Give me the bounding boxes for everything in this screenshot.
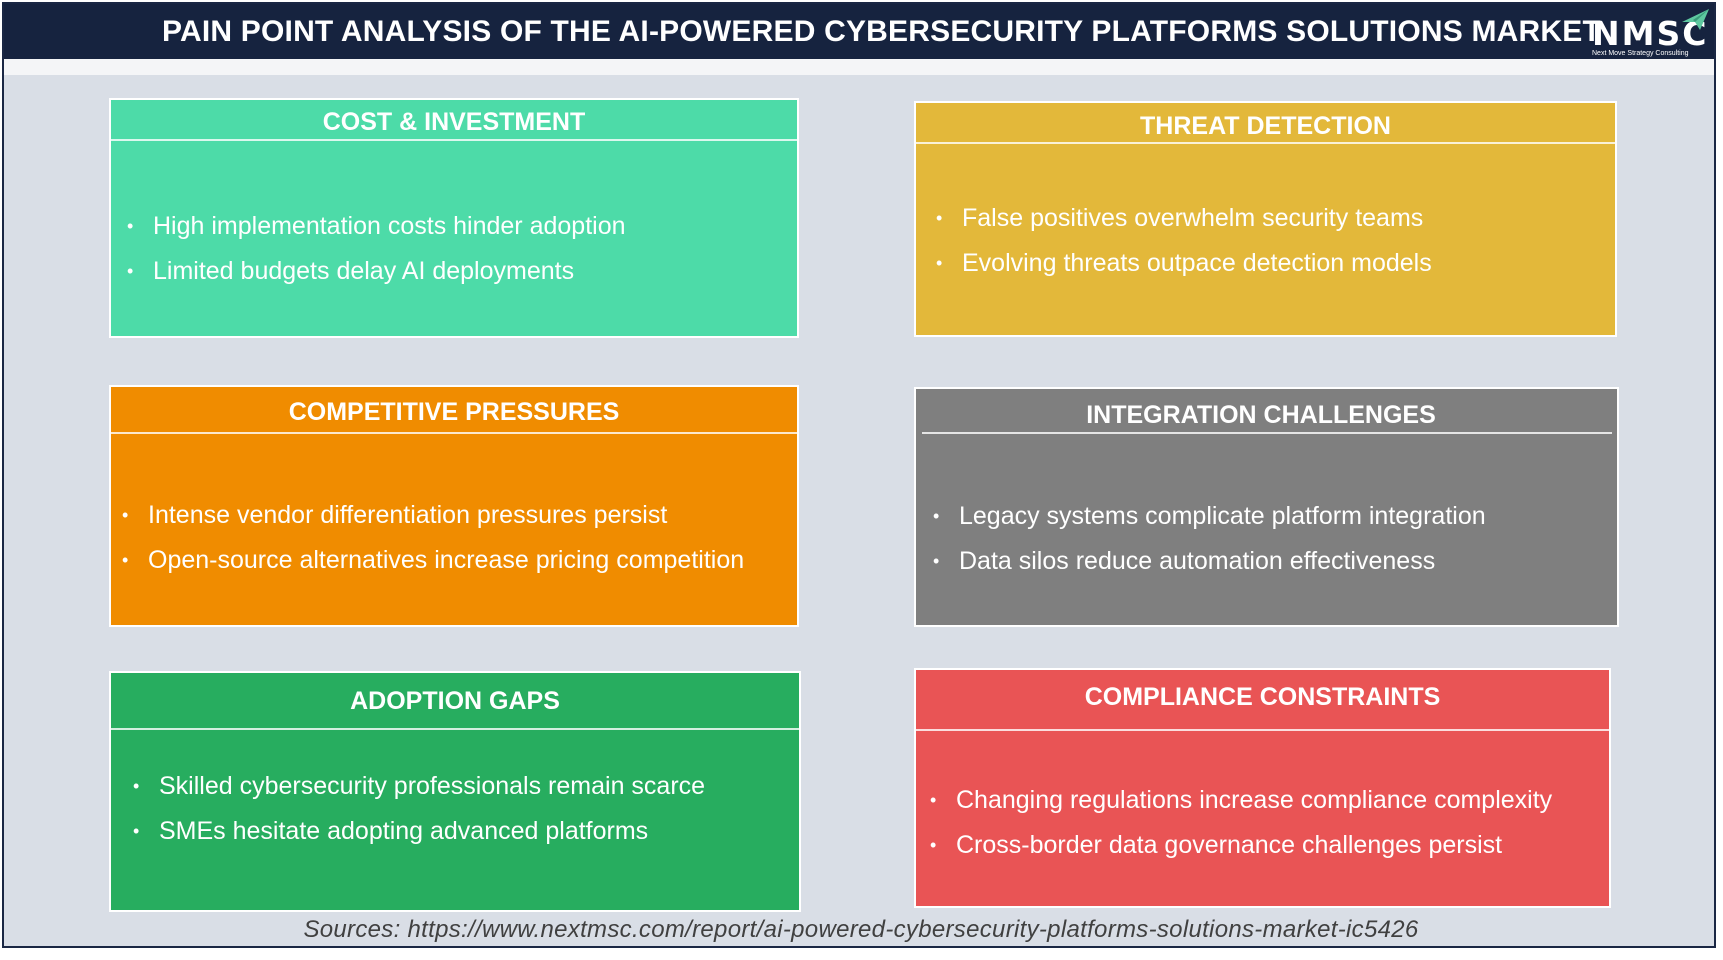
card-integration-challenges: INTEGRATION CHALLENGES Legacy systems co… [914, 387, 1619, 627]
card-divider [916, 142, 1615, 144]
header-underline [4, 59, 1714, 75]
card-bullet-list: High implementation costs hinder adoptio… [125, 204, 626, 294]
card-compliance-constraints: COMPLIANCE CONSTRAINTS Changing regulati… [914, 668, 1611, 908]
card-title: COMPETITIVE PRESSURES [288, 398, 620, 426]
paper-plane-icon [1682, 9, 1709, 30]
list-item: Skilled cybersecurity professionals rema… [131, 764, 705, 809]
card-title: THREAT DETECTION [1140, 112, 1391, 140]
card-divider [111, 728, 799, 730]
nmsc-logo: NMSC Next Move Strategy Consulting [1592, 6, 1710, 58]
card-competitive-pressures: COMPETITIVE PRESSURES Intense vendor dif… [109, 385, 799, 627]
list-item: High implementation costs hinder adoptio… [125, 204, 626, 249]
card-title: INTEGRATION CHALLENGES [1086, 401, 1436, 429]
list-item: Data silos reduce automation effectivene… [931, 539, 1486, 584]
card-divider [111, 432, 797, 434]
list-item: Open-source alternatives increase pricin… [120, 538, 744, 583]
card-bullet-list: Changing regulations increase compliance… [928, 778, 1552, 868]
card-threat-detection: THREAT DETECTION False positives overwhe… [914, 101, 1617, 337]
card-bullet-list: Skilled cybersecurity professionals rema… [131, 764, 705, 854]
list-item: False positives overwhelm security teams [934, 196, 1432, 241]
header-bar: PAIN POINT ANALYSIS OF THE AI-POWERED CY… [4, 4, 1714, 59]
card-divider [111, 139, 797, 141]
card-title: ADOPTION GAPS [350, 687, 560, 715]
list-item: SMEs hesitate adopting advanced platform… [131, 809, 705, 854]
list-item: Legacy systems complicate platform integ… [931, 494, 1486, 539]
card-title: COST & INVESTMENT [322, 108, 586, 136]
sources-note: Sources: https://www.nextmsc.com/report/… [303, 916, 1419, 943]
list-item: Changing regulations increase compliance… [928, 778, 1552, 823]
card-cost-investment: COST & INVESTMENT High implementation co… [109, 98, 799, 338]
logo-tagline: Next Move Strategy Consulting [1592, 50, 1689, 57]
card-adoption-gaps: ADOPTION GAPS Skilled cybersecurity prof… [109, 671, 801, 912]
card-divider [922, 432, 1612, 434]
list-item: Limited budgets delay AI deployments [125, 249, 626, 294]
card-title: COMPLIANCE CONSTRAINTS [1084, 683, 1441, 711]
card-bullet-list: Legacy systems complicate platform integ… [931, 494, 1486, 584]
card-divider [916, 729, 1609, 731]
list-item: Evolving threats outpace detection model… [934, 241, 1432, 286]
card-bullet-list: Intense vendor differentiation pressures… [120, 493, 744, 583]
list-item: Intense vendor differentiation pressures… [120, 493, 744, 538]
list-item: Cross-border data governance challenges … [928, 823, 1552, 868]
page-title: PAIN POINT ANALYSIS OF THE AI-POWERED CY… [162, 15, 1602, 48]
card-bullet-list: False positives overwhelm security teams… [934, 196, 1432, 286]
